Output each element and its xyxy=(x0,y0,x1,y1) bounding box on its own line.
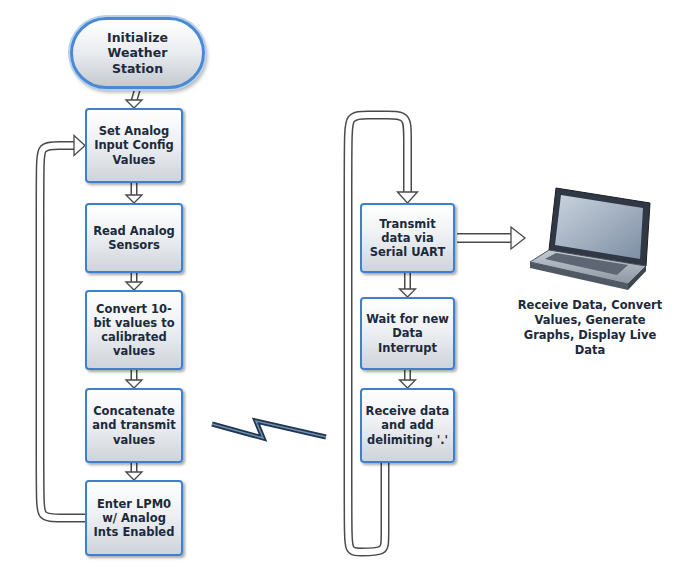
arrow-shaft xyxy=(131,183,138,196)
flow-arrow xyxy=(400,273,416,297)
arrow-shaft xyxy=(131,370,138,381)
process-box: Transmit data via Serial UART xyxy=(360,203,455,273)
arrow-shaft xyxy=(404,370,411,381)
arrow-shaft-inner xyxy=(134,89,138,101)
arrow-shaft xyxy=(131,463,138,473)
process-box: Set Analog Input Config Values xyxy=(85,108,183,183)
arrow-shaft-inner xyxy=(132,463,136,473)
node-text: Transmit data via Serial UART xyxy=(364,217,451,259)
process-box: Receive data and add delimiting '.' xyxy=(360,388,455,463)
arrow-head xyxy=(126,100,142,108)
arrow-shaft xyxy=(404,273,411,290)
laptop-illustration xyxy=(530,188,650,290)
arrow-head xyxy=(126,282,142,290)
arrow-head xyxy=(126,472,142,480)
arrow-head xyxy=(126,380,142,388)
node-text: Set Analog Input Config Values xyxy=(89,124,179,166)
process-box: Convert 10-bit values to calibrated valu… xyxy=(85,290,183,370)
flow-arrow xyxy=(126,89,142,108)
process-box: Enter LPM0 w/ Analog Ints Enabled xyxy=(85,480,183,556)
arrow-head xyxy=(126,195,142,203)
arrow-shaft-inner xyxy=(406,273,410,290)
arrow-shaft-inner xyxy=(406,370,410,381)
arrow-shaft-inner xyxy=(132,370,136,381)
flow-arrow xyxy=(126,370,142,388)
arrow-shaft-inner xyxy=(132,183,136,196)
node-text: Receive data and add delimiting '.' xyxy=(364,404,451,446)
process-box: Wait for new Data Interrupt xyxy=(360,297,455,370)
flow-arrow xyxy=(40,136,85,519)
laptop-front-edge xyxy=(530,262,628,290)
node-text: Enter LPM0 w/ Analog Ints Enabled xyxy=(89,497,179,539)
arrow-head xyxy=(400,380,416,388)
node-text: Initialize Weather Station xyxy=(89,30,186,76)
arrow-shaft xyxy=(131,273,138,283)
flow-arrow xyxy=(126,183,142,203)
arrow-head xyxy=(74,136,85,156)
arrow-shaft-inner xyxy=(132,273,136,283)
arrow-head xyxy=(398,192,418,203)
node-text: Wait for new Data Interrupt xyxy=(364,312,451,354)
arrow-shaft-inner xyxy=(40,146,85,519)
start-terminal: Initialize Weather Station xyxy=(70,17,205,89)
flow-arrow xyxy=(400,370,416,388)
process-box: Read Analog Sensors xyxy=(85,203,183,273)
laptop-side-edge xyxy=(628,266,646,290)
output-arrow xyxy=(456,227,525,249)
node-text: Concatenate and transmit values xyxy=(89,404,179,446)
laptop-screen xyxy=(555,195,643,259)
wireless-bolt xyxy=(212,421,326,438)
output-arrow-head xyxy=(511,227,525,249)
flow-arrow xyxy=(126,273,142,290)
node-text: Read Analog Sensors xyxy=(89,224,179,252)
output-caption: Receive Data, Convert Values, Generate G… xyxy=(515,298,665,358)
arrow-shaft xyxy=(40,146,85,519)
arrow-head xyxy=(400,289,416,297)
arrow-shaft xyxy=(134,89,138,101)
wireless-bolt-highlight xyxy=(212,421,326,438)
node-text: Convert 10-bit values to calibrated valu… xyxy=(89,302,179,358)
process-box: Concatenate and transmit values xyxy=(85,388,183,463)
output-arrow-shaft-inner xyxy=(456,235,513,242)
flow-arrow xyxy=(126,463,142,480)
